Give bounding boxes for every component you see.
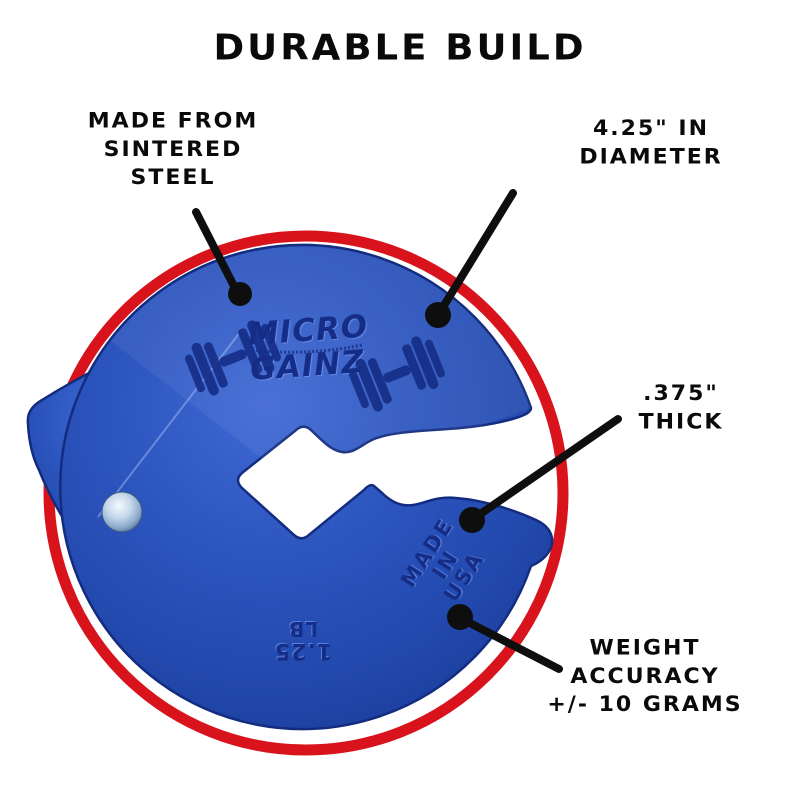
callout-accuracy: WEIGHT ACCURACY +/- 10 GRAMS bbox=[505, 634, 785, 718]
callout-accuracy-line: +/- 10 GRAMS bbox=[547, 692, 743, 717]
callout-diameter-line: DIAMETER bbox=[579, 144, 723, 170]
brand-tagline-arc bbox=[256, 343, 363, 354]
callout-dot-thickness bbox=[459, 507, 485, 533]
callout-accuracy-line: WEIGHT bbox=[589, 636, 701, 661]
weight-marking: 1.25 LB bbox=[274, 617, 332, 663]
callout-material: MADE FROM SINTERED STEEL bbox=[48, 107, 298, 191]
callout-material-line: STEEL bbox=[130, 165, 216, 190]
callout-thickness-line: .375" bbox=[643, 381, 719, 407]
callout-diameter: 4.25" IN DIAMETER bbox=[541, 115, 761, 171]
callout-dot-material bbox=[228, 282, 252, 306]
callout-thickness-line: THICK bbox=[638, 409, 724, 435]
callout-dot-diameter bbox=[425, 302, 451, 328]
callout-line-diameter bbox=[436, 189, 517, 316]
page-title: DURABLE BUILD bbox=[213, 27, 587, 68]
callout-dot-accuracy bbox=[447, 604, 473, 630]
callout-thickness: .375" THICK bbox=[591, 380, 771, 436]
rivet bbox=[101, 491, 143, 533]
brand-logo: MICRO GAINZ bbox=[247, 309, 370, 388]
svg-text:1.25: 1.25 bbox=[274, 638, 332, 663]
plate-top-sector bbox=[111, 246, 531, 490]
svg-text:LB: LB bbox=[288, 617, 318, 641]
callout-diameter-line: 4.25" IN bbox=[593, 116, 709, 142]
callout-material-line: SINTERED bbox=[103, 137, 243, 162]
callout-line-thickness bbox=[472, 415, 622, 521]
callout-accuracy-line: ACCURACY bbox=[570, 664, 720, 689]
callout-line-material bbox=[192, 208, 240, 294]
callout-material-line: MADE FROM bbox=[87, 109, 259, 134]
callout-line-accuracy bbox=[460, 616, 563, 673]
